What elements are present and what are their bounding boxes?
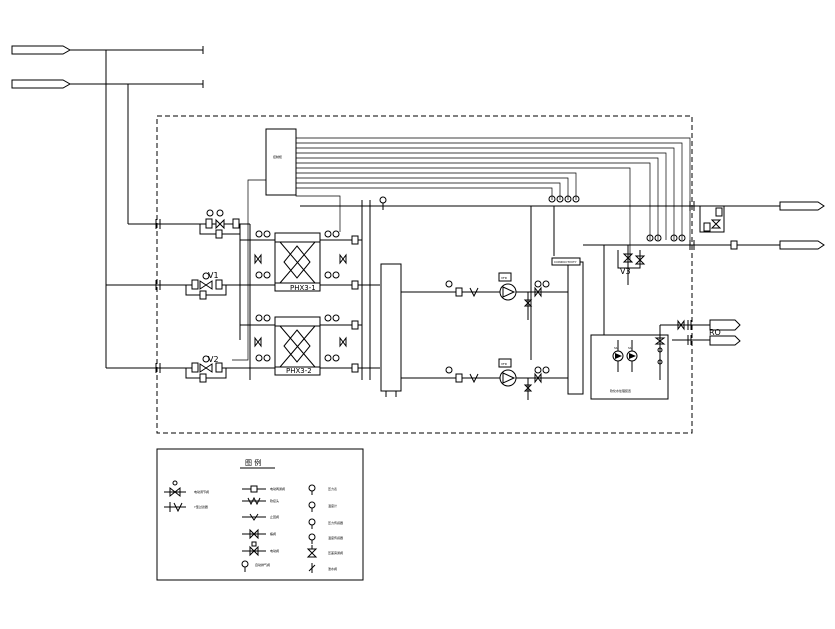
- svg-text:蝶阀: 蝶阀: [270, 531, 276, 536]
- valve-v1-label: V1: [208, 271, 219, 280]
- control-panel-label: 控制柜: [273, 154, 282, 159]
- plate-heat-exchanger-2: PHX3-2: [274, 316, 321, 376]
- top-instrument: [379, 196, 387, 210]
- valve-group-v1: V1: [185, 271, 240, 300]
- valve-group-v3: V3: [617, 245, 646, 285]
- svg-text:温度计: 温度计: [328, 503, 337, 508]
- legend-title: 图 例: [245, 458, 261, 467]
- svg-text:电动两通阀: 电动两通阀: [270, 486, 285, 491]
- svg-text:软接头: 软接头: [270, 498, 279, 503]
- header-instruments: [548, 195, 686, 242]
- collector-vessel: [567, 261, 584, 395]
- pump-line-1: VFD: [401, 272, 568, 320]
- treatment-skid-label: 软化水处理装置: [610, 388, 631, 393]
- svg-text:Y型过滤器: Y型过滤器: [194, 504, 208, 509]
- valve-group-v2: V2: [185, 355, 240, 383]
- outlet-tag-return: [689, 240, 825, 250]
- pump-line-2: VFD: [401, 358, 568, 400]
- phx2-label: PHX3-2: [286, 367, 312, 375]
- phx1-label: PHX3-1: [290, 284, 316, 292]
- conductivity-box: [551, 257, 581, 266]
- svg-text:止回阀: 止回阀: [270, 514, 279, 519]
- pump-1-vfd-label: VFD: [501, 276, 508, 280]
- hx1-instruments: [254, 230, 359, 290]
- treatment-skid: S1 S1 软化水处理装置: [590, 245, 669, 400]
- ro-label: RO: [709, 328, 721, 337]
- valve-v2-label: V2: [208, 355, 219, 364]
- distributor-vessel: [380, 263, 402, 392]
- process-lines: [155, 200, 780, 380]
- skid-boundary: [156, 115, 693, 434]
- inlet-tag-1: [11, 45, 204, 55]
- legend: 图 例 电动调节阀 Y型过滤器 电动两通阀 软接头 止回阀 蝶阀 电动阀 自动排…: [156, 448, 364, 581]
- inlet-tag-2: [11, 79, 204, 89]
- svg-text:电动阀: 电动阀: [270, 548, 279, 553]
- plate-heat-exchanger-1: PHX3-1: [274, 232, 321, 292]
- hx2-instruments: [254, 314, 359, 373]
- pump-s1a-label: S1: [614, 346, 618, 350]
- conductivity-label: CONDUCTIVITY: [554, 260, 577, 264]
- valve-group-top: [199, 209, 250, 239]
- feed-lines: [105, 50, 160, 369]
- svg-text:压差旁通阀: 压差旁通阀: [328, 550, 343, 555]
- svg-text:电动调节阀: 电动调节阀: [194, 489, 209, 494]
- svg-text:压力传感器: 压力传感器: [328, 520, 343, 525]
- pump-s1b-label: S1: [628, 346, 632, 350]
- svg-text:泄水阀: 泄水阀: [328, 566, 337, 571]
- ro-inlet: RO: [660, 319, 741, 346]
- valve-v3-label: V3: [620, 267, 631, 276]
- svg-text:压力表: 压力表: [328, 486, 337, 491]
- svg-text:自动排气阀: 自动排气阀: [255, 562, 270, 567]
- pump-2-vfd-label: VFD: [501, 362, 508, 366]
- svg-text:温度传感器: 温度传感器: [328, 535, 343, 540]
- outlet-tag-supply: [689, 201, 825, 233]
- control-panel: [265, 128, 297, 196]
